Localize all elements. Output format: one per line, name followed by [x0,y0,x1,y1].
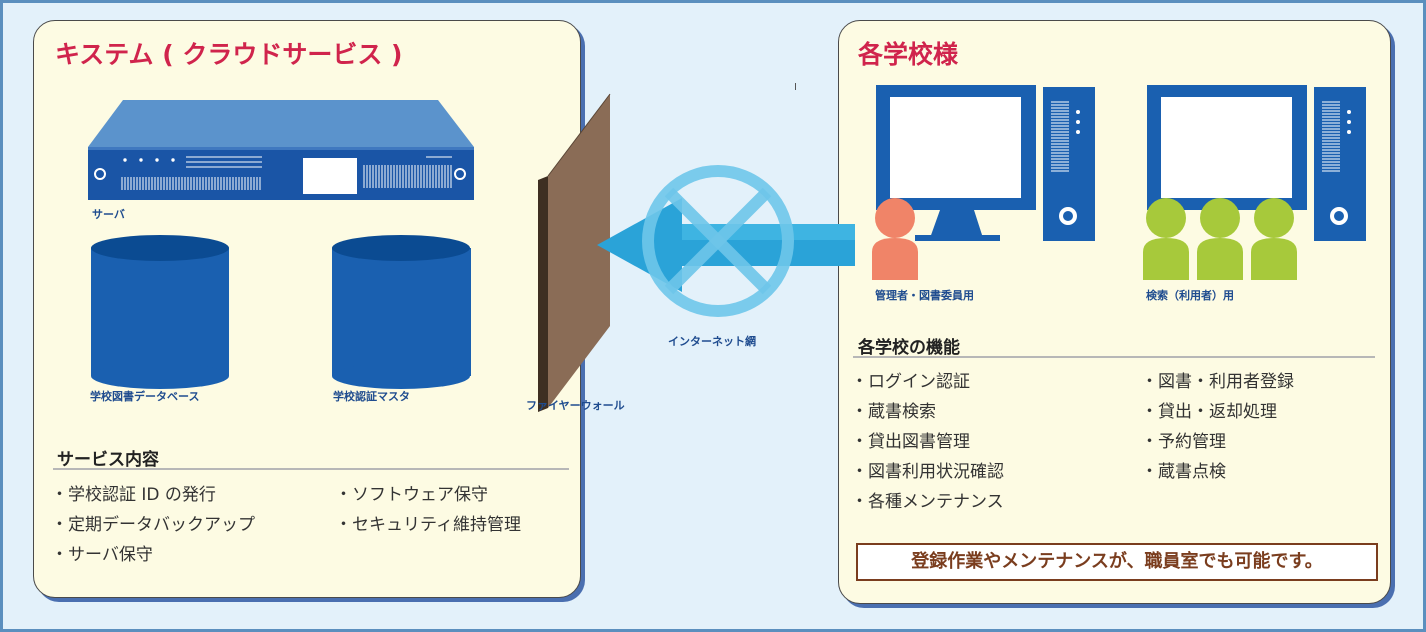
services-list-col2: ・ソフトウェア保守 ・セキュリティ維持管理 [335,480,521,540]
school-library-database-icon [91,235,229,389]
user-persons-icon [1143,198,1297,280]
list-item: ・学校認証 ID の発行 [51,485,216,505]
list-item: ・セキュリティ維持管理 [335,515,521,535]
auth-master-label: 学校認証マスタ [333,390,410,403]
blocked-cross-icon [642,165,794,317]
server-label: サーバ [92,208,125,221]
list-item: ・貸出図書管理 [851,432,970,452]
functions-heading: 各学校の機能 [858,338,960,358]
services-list-col1: ・学校認証 ID の発行 ・定期データバックアップ ・サーバ保守 [51,480,255,570]
list-item: ・ログイン認証 [851,372,970,392]
list-item: ・サーバ保守 [51,545,153,565]
staff-room-callout: 登録作業やメンテナンスが、職員室でも可能です。 [856,543,1378,581]
list-item: ・予約管理 [1141,432,1226,452]
firewall-wall-icon [538,93,611,412]
list-item: ・蔵書検索 [851,402,936,422]
school-auth-master-database-icon [332,235,471,389]
functions-divider [853,356,1375,358]
list-item: ・図書利用状況確認 [851,462,1004,482]
list-item: ・貸出・返却処理 [1141,402,1277,422]
list-item: ・定期データバックアップ [51,515,255,535]
list-item: ・蔵書点検 [1141,462,1226,482]
schools-title: 各学校様 [858,40,959,69]
services-divider [53,468,569,470]
admin-label: 管理者・図書委員用 [875,289,974,302]
admin-person-icon [872,198,918,280]
search-computer-icon [1147,85,1366,241]
firewall-label: ファイヤーウォール [526,399,625,412]
list-item: ・ソフトウェア保守 [335,485,488,505]
stray-mark [795,83,796,90]
cloud-system-title: キステム ( クラウドサービス ) [55,40,403,69]
list-item: ・図書・利用者登録 [1141,372,1294,392]
functions-list-col1: ・ログイン認証 ・蔵書検索 ・貸出図書管理 ・図書利用状況確認 ・各種メンテナン… [851,367,1004,517]
internet-label: インターネット網 [668,335,756,348]
library-database-label: 学校図書データベース [90,390,200,403]
search-user-label: 検索（利用者）用 [1146,289,1234,302]
list-item: ・各種メンテナンス [851,492,1004,512]
server-icon [88,100,474,200]
functions-list-col2: ・図書・利用者登録 ・貸出・返却処理 ・予約管理 ・蔵書点検 [1141,367,1294,487]
admin-computer-icon [876,85,1095,241]
services-heading: サービス内容 [57,450,159,470]
